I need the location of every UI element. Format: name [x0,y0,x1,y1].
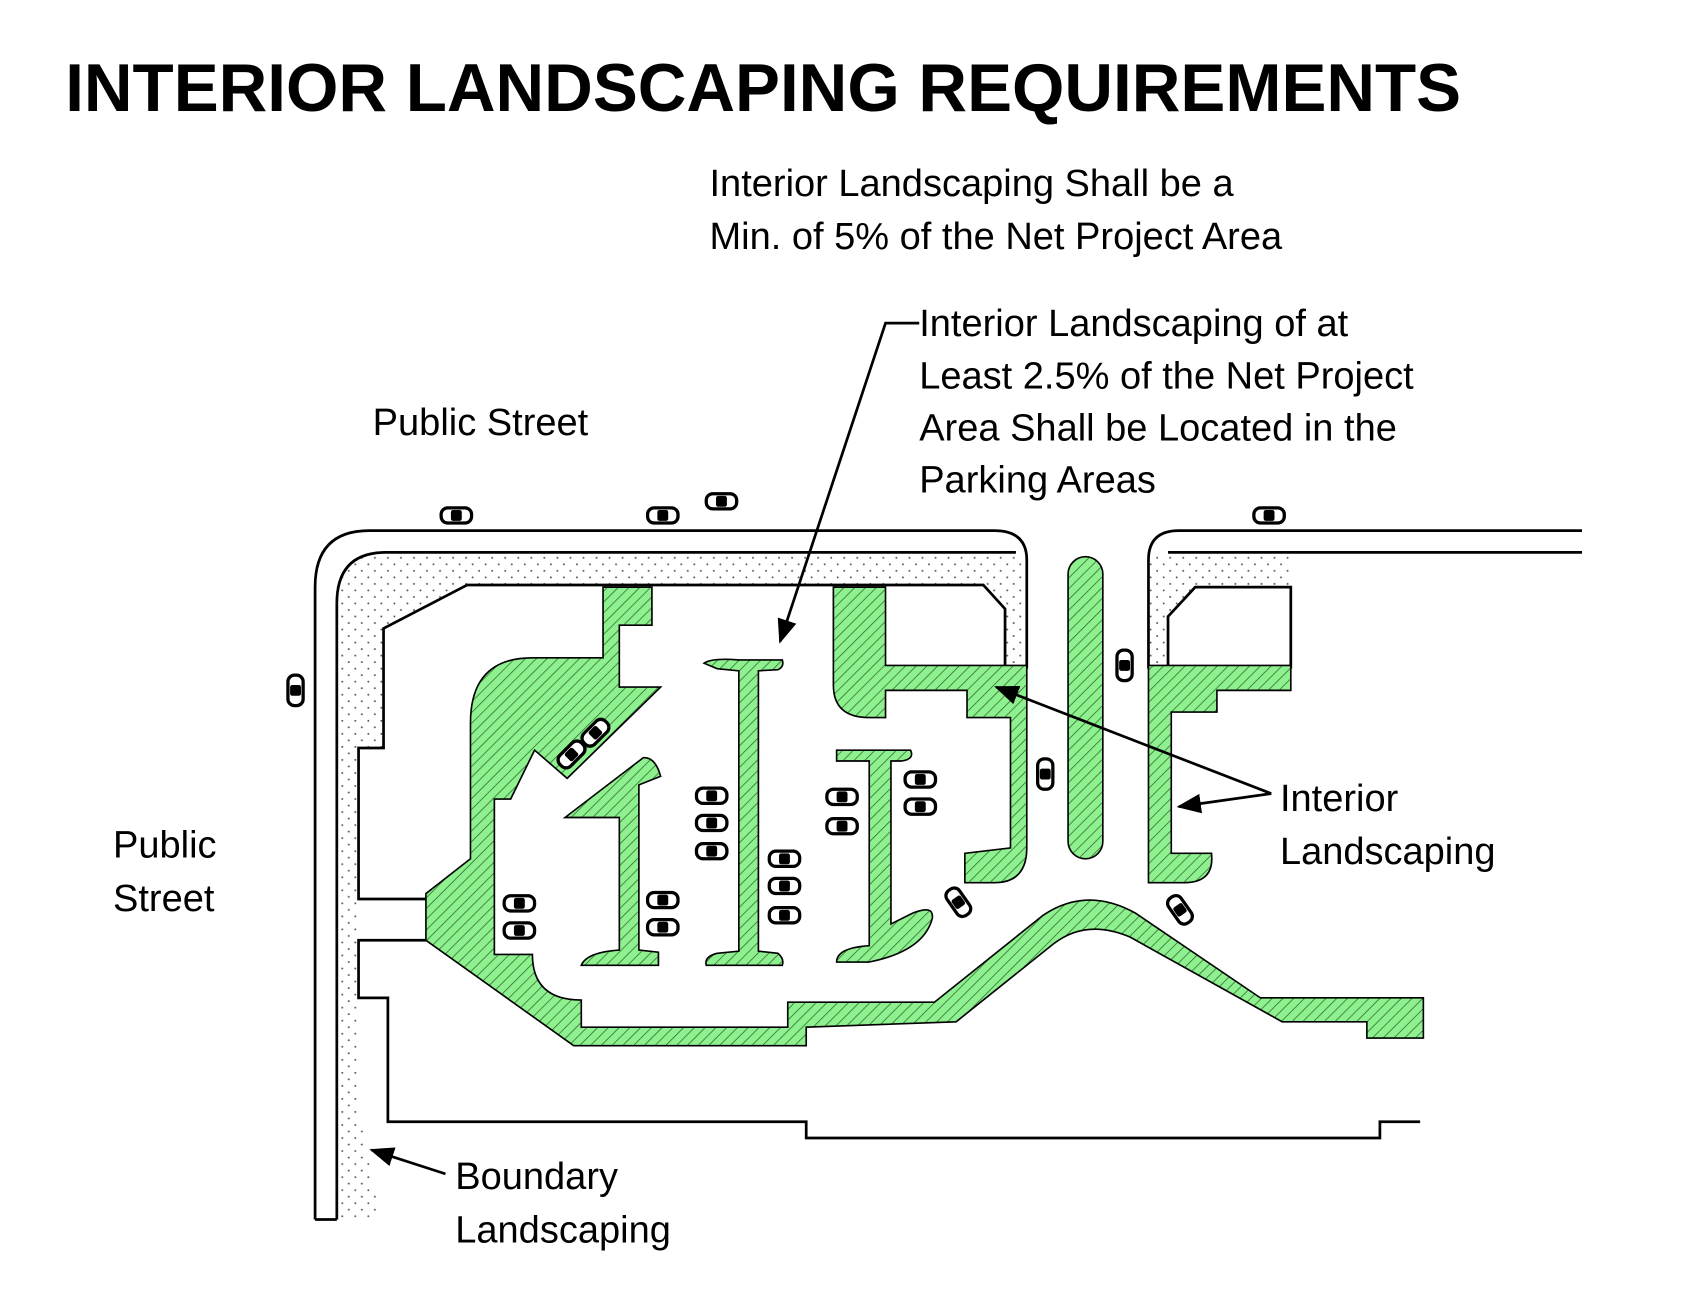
car-icon [286,673,305,708]
car-icon [502,921,537,940]
car-icon [825,787,859,807]
note-line: Interior Landscaping Shall be a [710,163,1235,205]
parking-note: Interior Landscaping of at Least 2.5% of… [919,303,1414,501]
car-icon [1115,648,1134,683]
car-icon [903,770,938,789]
boundary-landscaping-label: Boundary [455,1156,618,1198]
landscape-east-c [1147,664,1292,884]
note-line: Area Shall be Located in the [919,407,1397,449]
car-icon [645,890,680,910]
car-icon [944,886,973,919]
property-lines [357,583,1421,1140]
minimum-note: Interior Landscaping Shall be a Min. of … [710,163,1283,258]
car-icon [1036,757,1055,791]
car-icon [767,876,802,896]
car-icon [645,506,680,525]
car-icon [903,797,938,816]
car-icon [694,813,729,833]
public-street-left-label: Public [113,825,217,867]
landscape-i-island [702,658,784,967]
street-curbs [313,529,1582,1221]
landscape-median-pill [1067,555,1104,860]
car-icon [694,786,729,806]
landscape-north-l [832,586,1028,884]
car-icon [645,918,680,937]
parked-cars [286,492,1286,940]
car-icon [767,849,802,869]
car-icon [439,506,474,525]
diagram-title: INTERIOR LANDSCAPING REQUIREMENTS [65,51,1461,126]
car-icon [767,906,802,925]
landscape-west-band [425,586,1425,1047]
car-icon [825,816,859,836]
public-street-top-label: Public Street [373,402,589,444]
interior-landscaping-areas [425,555,1425,1047]
boundary-landscaping [336,552,1291,1218]
callout-arrows [369,321,1272,1176]
car-icon [704,492,739,511]
boundary-landscaping-label: Landscaping [455,1209,671,1251]
car-icon [1252,506,1286,525]
public-street-left-label: Street [113,878,215,920]
interior-landscaping-label: Landscaping [1280,831,1496,873]
note-line: Interior Landscaping of at [919,303,1348,345]
landscape-right-island [835,749,934,963]
car-icon [556,739,587,770]
note-line: Min. of 5% of the Net Project Area [710,216,1283,258]
car-icon [580,717,611,748]
interior-landscaping-label: Interior [1280,778,1399,820]
car-icon [1165,893,1195,926]
note-line: Least 2.5% of the Net Project [919,355,1414,397]
landscape-t-island [562,756,662,967]
note-line: Parking Areas [919,460,1156,502]
car-icon [502,894,537,913]
car-icon [694,841,729,861]
